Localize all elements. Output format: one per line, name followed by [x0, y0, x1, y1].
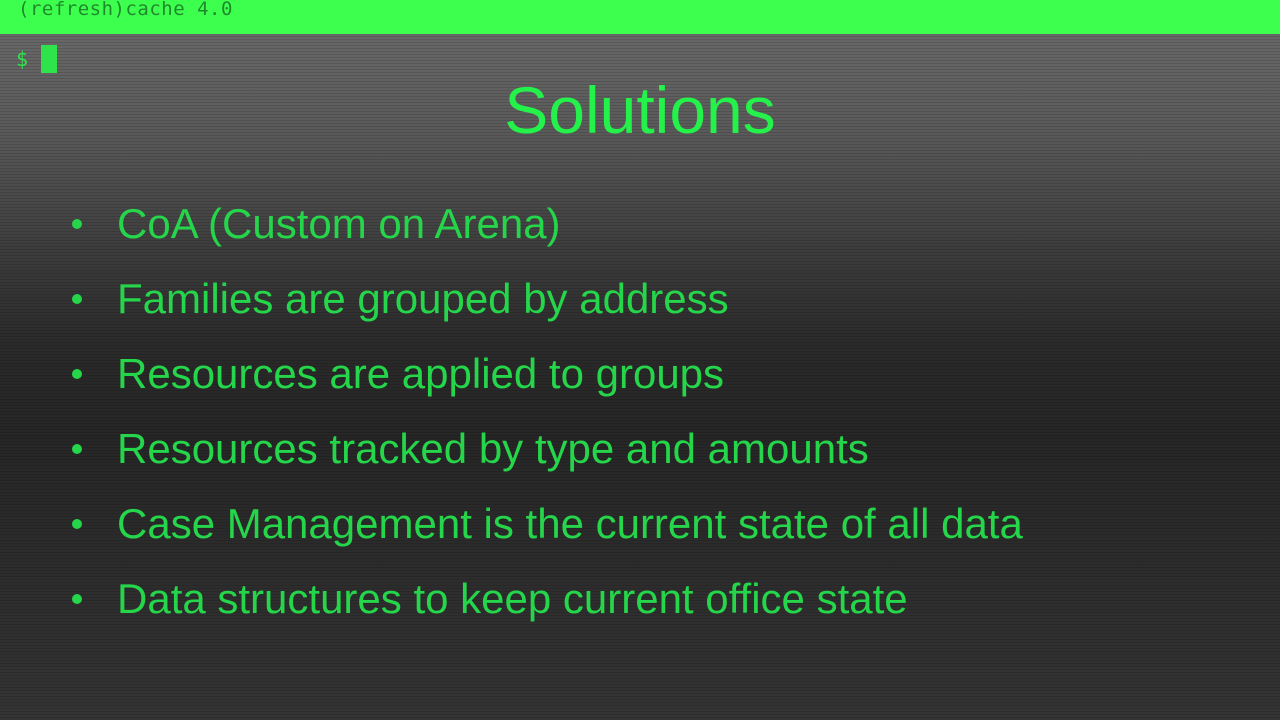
bullet-item: Resources are applied to groups — [72, 336, 1252, 411]
bullet-dot-icon — [72, 368, 82, 379]
bullet-item: Data structures to keep current office s… — [72, 561, 1252, 636]
window-title-bar: (refresh)cache 4.0 — [0, 0, 1280, 34]
bullet-item: Families are grouped by address — [72, 261, 1252, 336]
bullet-dot-icon — [72, 293, 82, 304]
slide-title: Solutions — [504, 73, 776, 147]
bullet-dot-icon — [72, 518, 82, 529]
bullet-text: Families are grouped by address — [117, 274, 729, 322]
bullet-item: Case Management is the current state of … — [72, 486, 1252, 561]
bullet-text: Resources tracked by type and amounts — [117, 424, 869, 472]
bullet-item: Resources tracked by type and amounts — [72, 411, 1252, 486]
window-title: (refresh)cache 4.0 — [18, 0, 233, 20]
bullet-text: Resources are applied to groups — [117, 349, 725, 397]
prompt-symbol: $ — [16, 47, 29, 71]
bullet-dot-icon — [72, 443, 82, 454]
bullet-text: Data structures to keep current office s… — [117, 574, 908, 622]
bullet-item: CoA (Custom on Arena) — [72, 186, 1252, 261]
bullet-dot-icon — [72, 593, 82, 604]
bullet-dot-icon — [72, 218, 82, 229]
bullet-text: CoA (Custom on Arena) — [117, 199, 561, 247]
bullet-list: CoA (Custom on Arena) Families are group… — [72, 186, 1252, 636]
terminal-prompt-line[interactable]: $ — [16, 44, 58, 74]
cursor-block — [41, 45, 58, 73]
bullet-text: Case Management is the current state of … — [117, 499, 1023, 547]
